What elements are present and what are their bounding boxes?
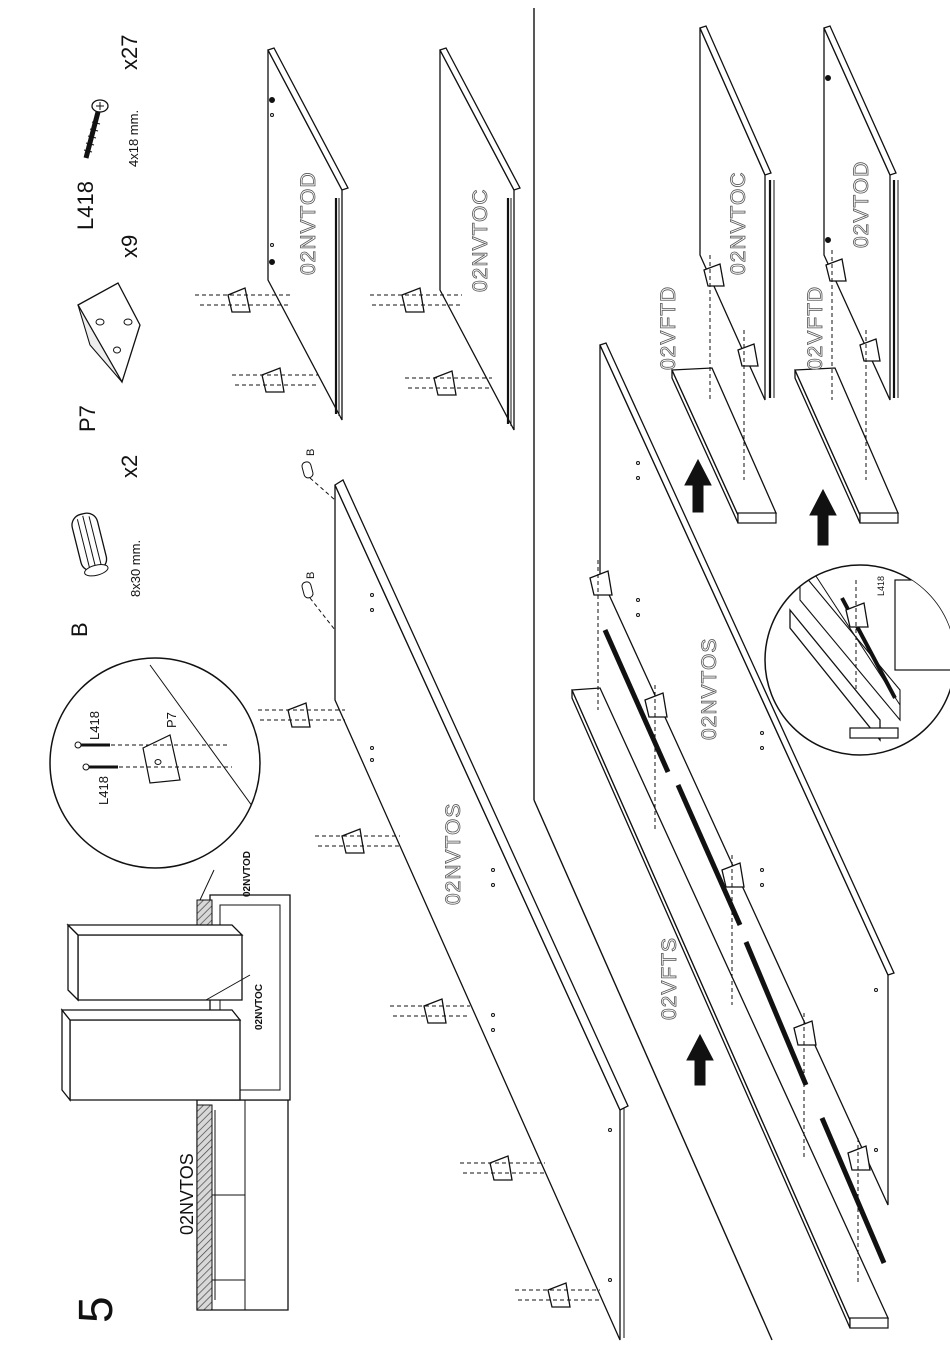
detail-circle-top [50, 658, 260, 868]
arrow-up-icon [685, 460, 711, 512]
screw-code: L418 [73, 181, 98, 230]
detail-top-screw-2: L418 [96, 776, 111, 805]
panel-label-panel-b: 02VTOD [850, 161, 873, 248]
panel-label-top-right-2: 02NVTOC [469, 189, 492, 292]
bracket-code: P7 [75, 405, 100, 432]
arrow-up-icon [687, 1035, 713, 1085]
overview-label-bottom: 02NVTOS [177, 1153, 197, 1235]
panel-label-strip-a: 02VFTD [657, 286, 680, 370]
dowel-tag-2: B [305, 449, 317, 456]
bracket-quantity: x9 [117, 235, 142, 258]
step-number: 5 [70, 1296, 123, 1323]
detail-top-screw-1: L418 [87, 711, 102, 740]
dowel-size: 8x30 mm. [128, 540, 143, 597]
arrow-up-icon [810, 490, 836, 545]
wooden-dowel-icon [70, 511, 110, 578]
angle-bracket-icon [78, 283, 140, 382]
detail-bottom-screw: L418 [876, 576, 886, 596]
dowel-b-2 [301, 461, 335, 500]
detail-circle-bottom [765, 565, 950, 755]
detail-top-bracket: P7 [164, 712, 179, 728]
panel-label-strip-long: 02VFTS [658, 937, 681, 1020]
strip-b [795, 368, 898, 523]
overview-label-middle: 02NVTOC [254, 984, 265, 1030]
panel-label-strip-b: 02VFTD [804, 286, 827, 370]
cabinet-overview [62, 870, 290, 1310]
dowel-tag-1: B [305, 572, 317, 579]
screw-quantity: x27 [117, 35, 142, 70]
panel-label-panel-a: 02NVTOC [727, 172, 750, 275]
long-panel-upper [335, 480, 628, 1340]
screw-size: 4x18 mm. [126, 110, 141, 167]
dowel-code: B [67, 622, 92, 637]
panel-label-long-bottom: 02NVTOS [698, 638, 721, 740]
hardware-legend: B 8x30 mm. x2 P7 x9 L418 4x18 mm. x27 [67, 35, 143, 637]
dowel-b-1 [301, 581, 335, 630]
overview-label-top: 02NVTOD [242, 851, 253, 897]
dowel-quantity: x2 [117, 455, 142, 478]
panel-label-long-top: 02NVTOS [442, 803, 465, 905]
panel-label-top-right-1: 02NVTOD [297, 172, 320, 275]
screw-icon [84, 100, 108, 158]
